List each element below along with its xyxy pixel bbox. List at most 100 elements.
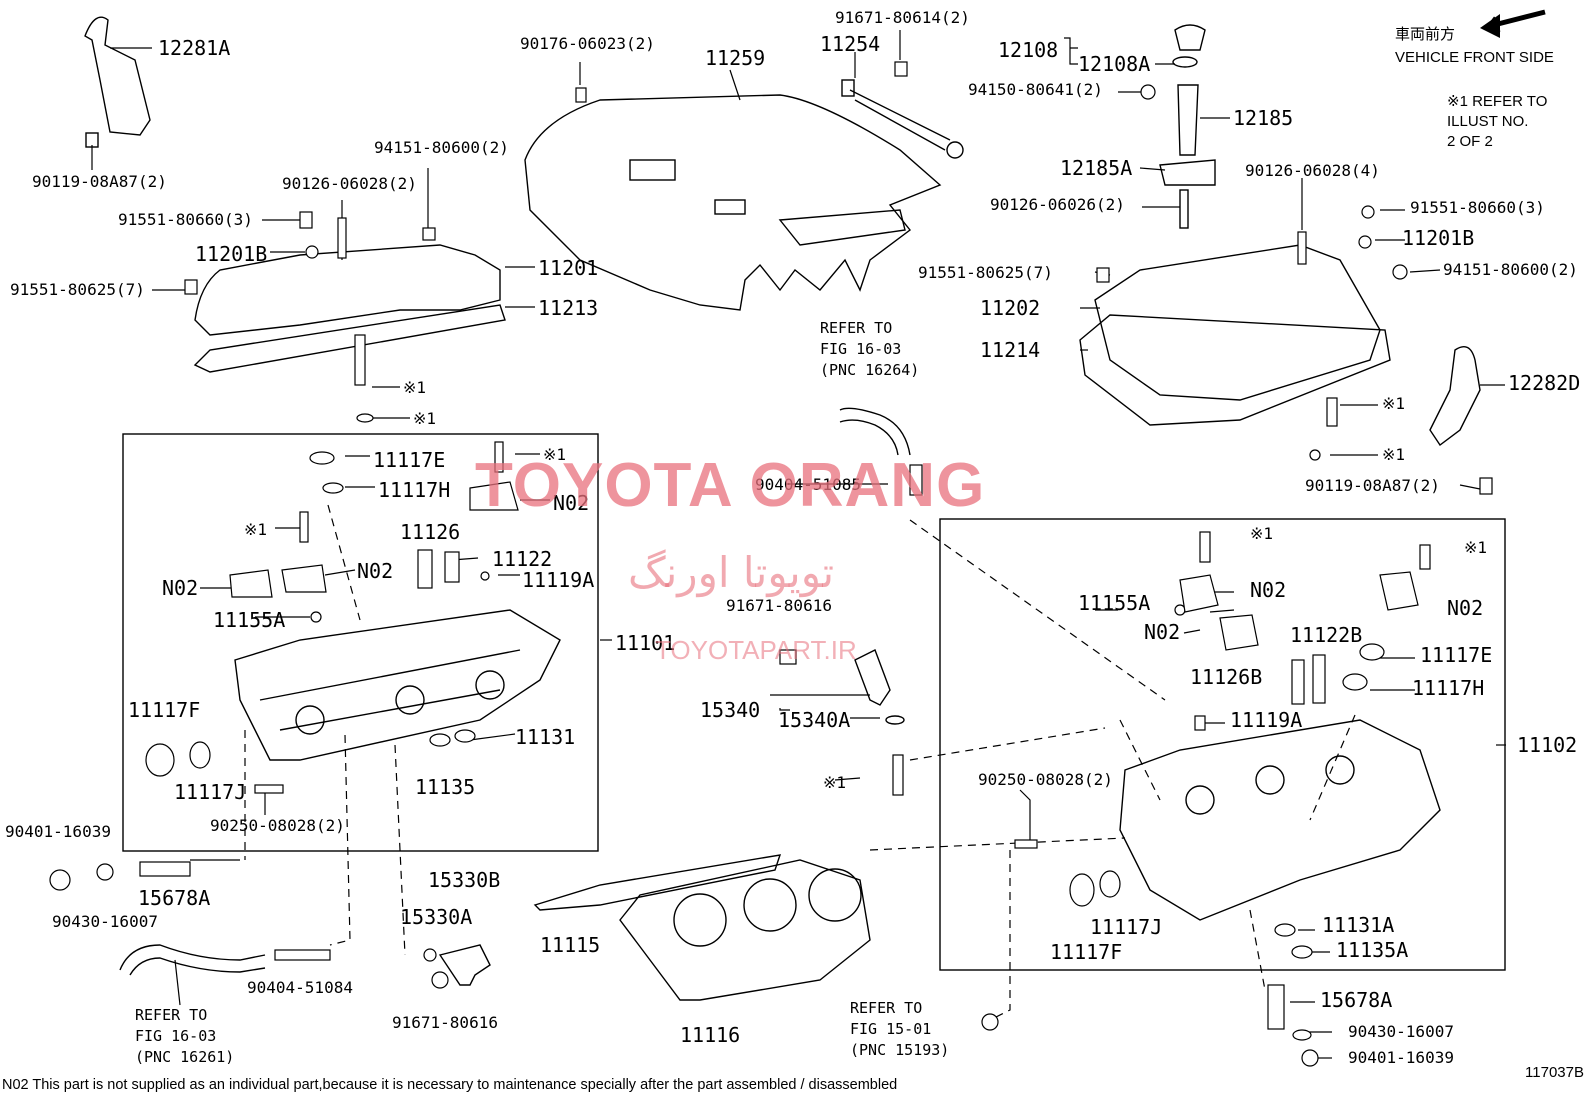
rod-11254	[849, 89, 951, 151]
part-label: 11201	[538, 256, 599, 280]
part-label: 15678A	[138, 886, 211, 910]
part-label: 91551-80625(7)	[10, 280, 145, 299]
part-label: 12185	[1233, 106, 1294, 130]
gasket-11116	[619, 859, 871, 1001]
part-label: 11259	[705, 46, 766, 70]
part-label: 11102	[1517, 733, 1578, 757]
part-label: 15330A	[400, 905, 473, 929]
watermark-latin: TOYOTA ORANG	[475, 451, 986, 520]
part-label: 94151-80600(2)	[374, 138, 509, 157]
part-label: 11117J	[1090, 915, 1163, 939]
part-label: 11155A	[1078, 591, 1151, 615]
part-label: 12282D	[1508, 371, 1581, 395]
part-label: ※1	[1382, 394, 1406, 413]
part-label: ※1	[543, 445, 567, 464]
group-box-11101	[122, 433, 599, 852]
sensor-15330A	[438, 944, 491, 986]
part-label: N02	[1144, 620, 1181, 644]
part-label: 11117E	[373, 448, 446, 472]
part-label: 11131A	[1322, 913, 1395, 937]
part-label: 94151-80600(2)	[1443, 260, 1578, 279]
gasket-11115	[533, 854, 782, 911]
hose-16264	[839, 407, 911, 456]
part-label: 91551-80660(3)	[118, 210, 253, 229]
part-label: 11201B	[1402, 226, 1475, 250]
part-label: N02	[1250, 578, 1287, 602]
cylinder-head-11102	[1119, 719, 1441, 921]
part-label: 12281A	[158, 36, 231, 60]
part-label: ※1	[823, 773, 847, 792]
part-label: N02	[357, 559, 394, 583]
part-label: 90126-06028(4)	[1245, 161, 1380, 180]
part-label: 90401-16039	[5, 822, 111, 841]
figure-number: 117037B	[1525, 1064, 1584, 1081]
part-label: 11101	[615, 631, 676, 655]
part-label: 91671-80616	[726, 596, 832, 615]
part-label: 90176-06023(2)	[520, 34, 655, 53]
part-label: 90126-06028(2)	[282, 174, 417, 193]
part-label: 91671-80614(2)	[835, 8, 970, 27]
part-label: 11213	[538, 296, 599, 320]
valve-cover-11202	[1094, 244, 1381, 401]
vehicle-front-label: VEHICLE FRONT SIDE	[1395, 49, 1554, 66]
part-label: 11119A	[1230, 708, 1303, 732]
part-label: 91551-80660(3)	[1410, 198, 1545, 217]
part-label: 12108A	[1078, 52, 1151, 76]
part-label: 15340A	[778, 708, 851, 732]
part-label: 11126B	[1190, 665, 1263, 689]
part-label: N02	[553, 491, 590, 515]
valve-cover-11201	[194, 244, 501, 336]
reference-fig-16-03-top: REFER TO FIG 16-03 (PNC 16264)	[820, 319, 920, 379]
part-label: ※1	[1382, 445, 1406, 464]
part-label: N02	[162, 576, 199, 600]
cylinder-head-11101	[234, 609, 561, 761]
part-label: 15340	[700, 698, 761, 722]
oil-filler-tube-12185	[1177, 84, 1199, 156]
bracket-12281A	[84, 16, 151, 136]
vehicle-front-jp-label: 車両前方	[1395, 26, 1456, 43]
part-label: ※1	[403, 378, 427, 397]
part-label: 11119A	[522, 568, 595, 592]
part-label: 11122B	[1290, 623, 1363, 647]
refer-note: ※1 REFER TO ILLUST NO. 2 OF 2	[1447, 93, 1548, 150]
watermark-site: TOYOTAPART.IR	[655, 635, 857, 665]
watermark-persian: تویوتا اورنگ	[628, 548, 835, 597]
part-label: 12185A	[1060, 156, 1133, 180]
part-label: N02	[1447, 596, 1484, 620]
engine-cover-11259	[524, 94, 942, 311]
part-label: 90250-08028(2)	[978, 770, 1113, 789]
part-label: 11115	[540, 933, 601, 957]
part-label: 11155A	[213, 608, 286, 632]
part-label: 90119-08A87(2)	[32, 172, 167, 191]
part-label: 91671-80616	[392, 1013, 498, 1032]
part-label: 11131	[515, 725, 576, 749]
part-label: 11135	[415, 775, 476, 799]
reference-fig-16-03-bottom: REFER TO FIG 16-03 (PNC 16261)	[135, 1006, 235, 1066]
sensor-15340	[854, 649, 891, 706]
part-label: 11254	[820, 32, 881, 56]
part-label: 15678A	[1320, 988, 1393, 1012]
part-label: 90250-08028(2)	[210, 816, 345, 835]
part-label: ※1	[244, 520, 268, 539]
part-label: 90430-16007	[1348, 1022, 1454, 1041]
part-label: 90404-51085	[755, 475, 861, 494]
part-label: 11201B	[195, 242, 268, 266]
part-label: 90404-51084	[247, 978, 353, 997]
part-label: 11117F	[128, 698, 201, 722]
part-label: 11214	[980, 338, 1041, 362]
part-label: 11117J	[174, 780, 247, 804]
part-label: 11122	[492, 547, 553, 571]
part-label: 11126	[400, 520, 461, 544]
part-label: 11117H	[378, 478, 451, 502]
part-label: 91551-80625(7)	[918, 263, 1053, 282]
part-label: 90119-08A87(2)	[1305, 476, 1440, 495]
part-label: 94150-80641(2)	[968, 80, 1103, 99]
hose-16261	[119, 944, 266, 976]
part-label: 11202	[980, 296, 1041, 320]
part-label: 11117F	[1050, 940, 1123, 964]
gasket-11213	[193, 304, 506, 373]
part-label: 90126-06026(2)	[990, 195, 1125, 214]
bracket-12282D	[1429, 346, 1481, 447]
part-label: 15330B	[428, 868, 501, 892]
